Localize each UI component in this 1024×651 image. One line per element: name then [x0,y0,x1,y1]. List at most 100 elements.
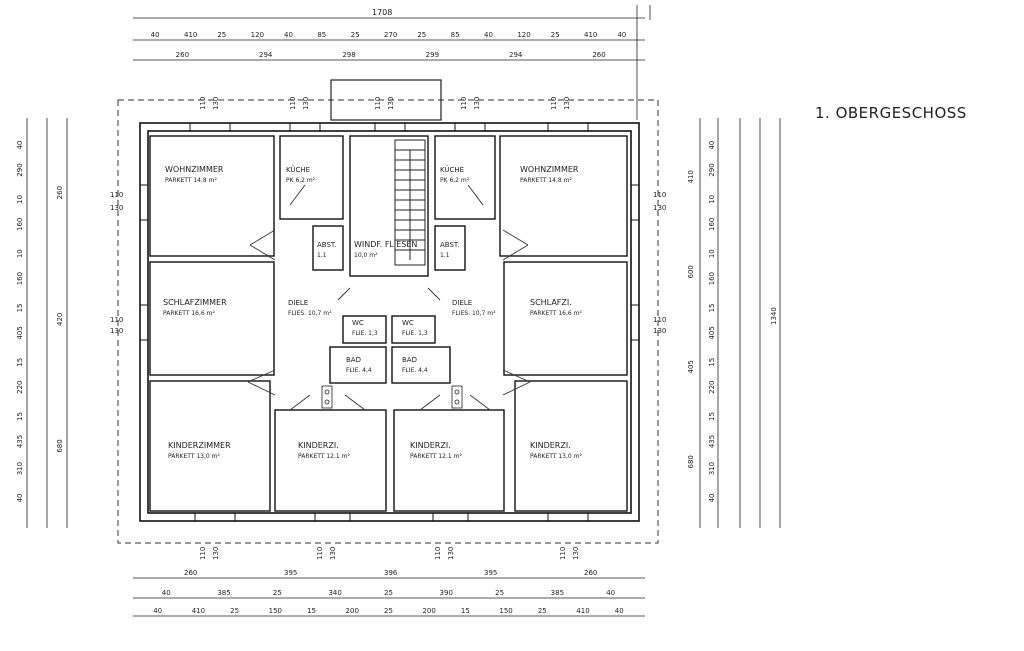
dim-right-opening: 110 [653,316,666,324]
dim-left-mid: 420 [56,313,64,326]
dim-top-row2: 298 [342,51,355,59]
room-name: BAD [346,356,361,364]
dim-bottom-row2: 340 [328,589,341,597]
dim-top-row1: 40 [484,31,493,39]
interior-walls [149,135,628,512]
dim-right-total: 1340 [770,307,778,325]
dim-right-mid: 405 [687,360,695,373]
dim-top-row1: 40 [151,31,160,39]
dim-left-outer: 220 [16,380,24,393]
dim-bottom-row3: 410 [576,607,589,615]
dim-left-outer: 10 [16,249,24,258]
dim-left-outer: 15 [16,412,24,421]
dim-top-row1: 410 [584,31,597,39]
dim-left-outer: 435 [16,435,24,448]
dim-top-row1: 25 [551,31,560,39]
dim-top-row2: 294 [509,51,523,59]
dim-bottom-row1: 260 [584,569,597,577]
dim-top-row2: 260 [592,51,605,59]
dim-right-outer: 160 [708,218,716,231]
dim-top-row1: 25 [351,31,360,39]
dim-left-outer: 290 [16,163,24,176]
dim-bottom-row3: 40 [615,607,624,615]
room-area: 10,0 m² [354,252,378,259]
dim-opening-bottom: 110 [199,547,207,560]
dim-left-mid: 680 [56,439,64,452]
dim-left-outer: 160 [16,272,24,285]
room-area: FLIE. 1,3 [352,330,378,337]
room-area: 1,1 [440,252,450,259]
dim-opening-top: 110 [550,97,558,110]
dim-left-opening: 130 [110,327,123,335]
dim-top-row2: 260 [176,51,189,59]
dim-opening-top: 130 [563,97,571,110]
room-name: WINDF. FLIESEN [354,240,417,249]
dim-left-outer: 15 [16,358,24,367]
dim-opening-bottom: 130 [329,547,337,560]
dim-left-outer: 160 [16,218,24,231]
room-name: DIELE [288,299,308,307]
dim-bottom-row3: 25 [384,607,393,615]
dim-bottom-row3: 15 [307,607,316,615]
dim-top-row1: 40 [617,31,626,39]
dim-top-row1: 40 [284,31,293,39]
room-area: FLIE. 4,4 [346,367,372,374]
dim-left-outer: 15 [16,304,24,313]
room-name: WOHNZIMMER [165,165,224,174]
dim-opening-bottom: 130 [572,547,580,560]
dim-opening-top: 130 [302,97,310,110]
dim-left-outer: 40 [16,141,24,150]
dim-left-mid: 260 [56,186,64,199]
room-area: PARKETT 12,1 m² [298,453,350,460]
dim-right-mid: 680 [687,455,695,468]
dim-left-opening: 110 [110,191,123,199]
dim-bottom-row1: 395 [284,569,297,577]
dim-right-opening: 130 [653,327,666,335]
room-area: FLIE. 4,4 [402,367,428,374]
room-name: ABST. [317,241,337,249]
dim-right-outer: 10 [708,249,716,258]
dim-right-outer: 40 [708,141,716,150]
dim-right-opening: 130 [653,204,666,212]
dim-opening-top: 110 [460,97,468,110]
dim-opening-bottom: 110 [434,547,442,560]
dim-bottom-row2: 390 [440,589,453,597]
dim-opening-top: 130 [473,97,481,110]
dim-top-row2: 294 [259,51,273,59]
dim-bottom-row3: 410 [192,607,205,615]
room-area: PK 6,2 m² [440,177,470,184]
room-area: PARKETT 12,1 m² [410,453,462,460]
room-name: ABST. [440,241,460,249]
dim-top-row1: 25 [217,31,226,39]
dim-right-opening: 110 [653,191,666,199]
dim-right-outer: 220 [708,380,716,393]
dim-top-row1: 85 [451,31,460,39]
floor-title: 1. OBERGESCHOSS [815,104,967,122]
dim-left-outer: 10 [16,195,24,204]
room-name: KINDERZI. [410,441,451,450]
fixtures [321,385,463,409]
dim-bottom-row3: 200 [422,607,435,615]
dim-left-outer: 405 [16,326,24,339]
roof-outline [117,79,659,544]
dim-bottom-row2: 385 [551,589,564,597]
dim-bottom-row2: 40 [162,589,171,597]
room-name: WC [402,319,414,327]
dim-right-outer: 160 [708,272,716,285]
dim-bottom-row3: 15 [461,607,470,615]
dim-left-opening: 130 [110,204,123,212]
room-name: DIELE [452,299,472,307]
dim-bottom-row1: 396 [384,569,398,577]
room-name: KINDERZI. [298,441,339,450]
dim-left-outer: 310 [16,462,24,475]
dim-left-opening: 110 [110,316,123,324]
dim-bottom-row3: 150 [499,607,512,615]
room-name: BAD [402,356,417,364]
room-area: PK 6,2 m² [286,177,316,184]
room-area: PARKETT 16,6 m² [163,310,215,317]
dim-opening-bottom: 110 [316,547,324,560]
room-area: PARKETT 13,0 m² [530,453,582,460]
